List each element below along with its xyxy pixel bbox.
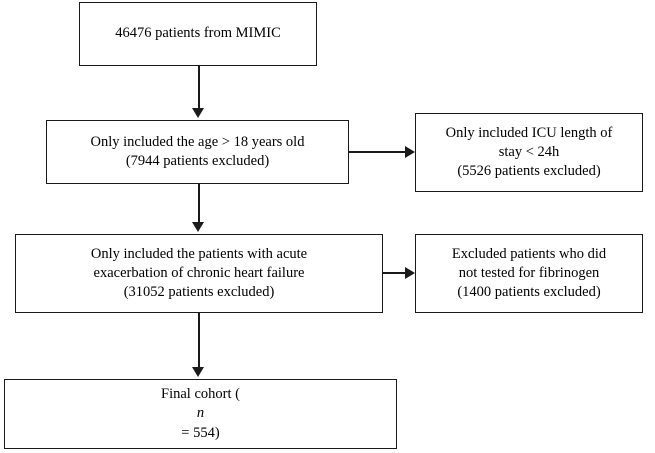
node-final-cohort: Final cohort ( n = 554) xyxy=(4,379,397,449)
node-ahf-filter-line-2: exacerbation of chronic heart failure xyxy=(93,264,305,281)
node-final-cohort-text: Final cohort ( n = 554) xyxy=(13,385,388,442)
connector-age-to-ahf-line xyxy=(198,184,200,224)
node-ahf-filter: Only included the patients with acute ex… xyxy=(15,234,383,313)
node-icu-exclusion-text: Only included ICU length of stay < 24h (… xyxy=(424,124,634,181)
node-icu-exclusion: Only included ICU length of stay < 24h (… xyxy=(415,113,643,192)
node-final-cohort-variable: n xyxy=(196,405,205,422)
node-icu-exclusion-line-1: Only included ICU length of xyxy=(445,124,613,141)
node-source-cohort-text: 46476 patients from MIMIC xyxy=(88,24,308,43)
connector-ahf-to-fibrinogen-line xyxy=(383,272,407,274)
node-ahf-filter-line-3: (31052 patients excluded) xyxy=(123,284,275,301)
connector-ahf-to-final-line xyxy=(198,313,200,369)
node-ahf-filter-line-1: Only included the patients with acute xyxy=(90,245,308,262)
node-final-cohort-prefix: Final cohort ( xyxy=(161,386,240,403)
node-age-filter: Only included the age > 18 years old (79… xyxy=(46,120,349,184)
connector-age-to-icu-arrow-icon xyxy=(405,146,415,158)
connector-source-to-age-arrow-icon xyxy=(192,108,204,118)
connector-age-to-ahf-arrow-icon xyxy=(192,222,204,232)
node-fibrinogen-exclusion-text: Excluded patients who did not tested for… xyxy=(424,245,634,302)
node-fibrinogen-exclusion: Excluded patients who did not tested for… xyxy=(415,234,643,313)
node-icu-exclusion-line-3: (5526 patients excluded) xyxy=(457,163,601,180)
node-age-filter-text: Only included the age > 18 years old (79… xyxy=(55,133,340,171)
node-ahf-filter-text: Only included the patients with acute ex… xyxy=(24,245,374,302)
node-fibrinogen-exclusion-line-2: not tested for fibrinogen xyxy=(458,264,600,281)
node-icu-exclusion-line-2: stay < 24h xyxy=(498,143,560,160)
connector-ahf-to-fibrinogen-arrow-icon xyxy=(405,267,415,279)
node-final-cohort-suffix: = 554) xyxy=(181,424,220,441)
connector-ahf-to-final-arrow-icon xyxy=(192,367,204,377)
connector-source-to-age-line xyxy=(198,66,200,110)
connector-age-to-icu-line xyxy=(349,151,407,153)
node-fibrinogen-exclusion-line-1: Excluded patients who did xyxy=(451,245,607,262)
node-age-filter-line-1: Only included the age > 18 years old xyxy=(90,133,305,150)
node-fibrinogen-exclusion-line-3: (1400 patients excluded) xyxy=(457,284,601,301)
node-age-filter-line-2: (7944 patients excluded) xyxy=(125,153,270,169)
node-source-cohort-line-1: 46476 patients from MIMIC xyxy=(115,25,281,42)
node-source-cohort: 46476 patients from MIMIC xyxy=(79,2,317,66)
node-final-cohort-label: Final cohort ( n = 554) xyxy=(13,385,388,442)
